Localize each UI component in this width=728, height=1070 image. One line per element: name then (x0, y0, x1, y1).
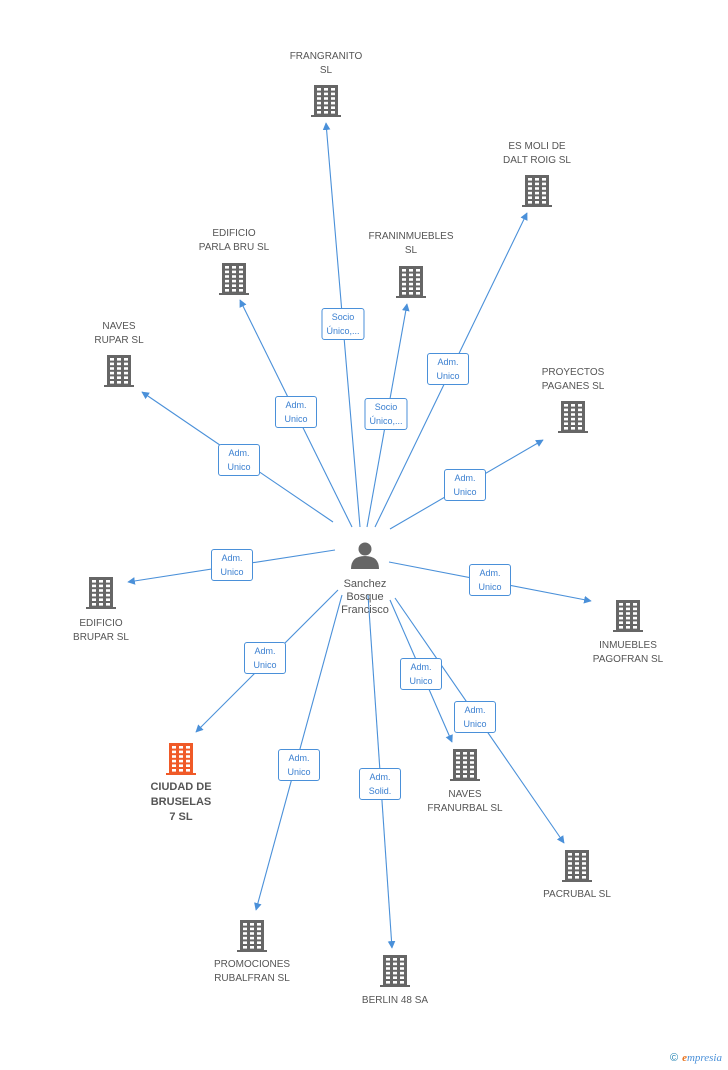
edge-role-label[interactable]: Adm. Unico (244, 642, 286, 674)
edge-role-label[interactable]: Adm. Unico (211, 549, 253, 581)
edge-role-label[interactable]: Adm. Unico (278, 749, 320, 781)
edge-role-label[interactable]: Adm. Solid. (359, 768, 401, 800)
empresia-logo[interactable]: ©empresia (670, 1052, 722, 1064)
company-label-promociones-rubalfran[interactable]: PROMOCIONES RUBALFRAN SL (213, 959, 291, 984)
person-name-label[interactable]: Sanchez Bosque Francisco (341, 578, 389, 616)
company-label-edificio-brupar[interactable]: EDIFICIO BRUPAR SL (73, 618, 129, 643)
company-label-frangranito[interactable]: FRANGRANITO SL (289, 51, 363, 76)
company-label-ciudad-bruselas[interactable]: CIUDAD DE BRUSELAS 7 SL (150, 781, 212, 823)
edge-role-label[interactable]: Adm. Unico (444, 469, 486, 501)
person-icon[interactable] (351, 542, 379, 570)
building-icon[interactable] (562, 850, 592, 882)
brand-rest: mpresia (686, 1052, 722, 1064)
building-icon[interactable] (613, 600, 643, 632)
building-icon[interactable] (522, 175, 552, 207)
company-label-proyectos-paganes[interactable]: PROYECTOS PAGANES SL (541, 367, 605, 392)
copyright-mark: © (669, 1052, 679, 1064)
company-label-berlin-48[interactable]: BERLIN 48 SA (361, 995, 429, 1006)
building-icon[interactable] (237, 920, 267, 952)
building-icon[interactable] (396, 266, 426, 298)
company-label-es-moli[interactable]: ES MOLI DE DALT ROIG SL (503, 141, 571, 166)
company-label-pacrubal[interactable]: PACRUBAL SL (543, 889, 611, 900)
company-label-inmuebles-pagofran[interactable]: INMUEBLES PAGOFRAN SL (592, 640, 664, 665)
building-icon[interactable] (380, 955, 410, 987)
edge-role-label[interactable]: Adm. Unico (275, 396, 317, 428)
building-icon[interactable] (166, 743, 196, 775)
edge-role-label[interactable]: Adm. Unico (454, 701, 496, 733)
company-label-naves-franurbal[interactable]: NAVES FRANURBAL SL (427, 789, 503, 814)
edge-role-label[interactable]: Adm. Unico (400, 658, 442, 690)
edge-role-label[interactable]: Adm. Unico (469, 564, 511, 596)
building-icon[interactable] (86, 577, 116, 609)
building-icon[interactable] (104, 355, 134, 387)
edge-role-label[interactable]: Adm. Unico (427, 353, 469, 385)
building-icon[interactable] (311, 85, 341, 117)
building-icon[interactable] (219, 263, 249, 295)
building-icon[interactable] (558, 401, 588, 433)
company-label-franinmuebles[interactable]: FRANINMUEBLES SL (368, 231, 454, 256)
edge-role-label[interactable]: Adm. Unico (218, 444, 260, 476)
edge-role-label[interactable]: Socio Único,... (321, 308, 365, 340)
edge-role-label[interactable]: Socio Único,... (364, 398, 408, 430)
brand-e: e (682, 1052, 687, 1064)
company-label-naves-rupar[interactable]: NAVES RUPAR SL (94, 321, 144, 346)
company-label-edificio-parla[interactable]: EDIFICIO PARLA BRU SL (198, 228, 270, 253)
building-icon[interactable] (450, 749, 480, 781)
